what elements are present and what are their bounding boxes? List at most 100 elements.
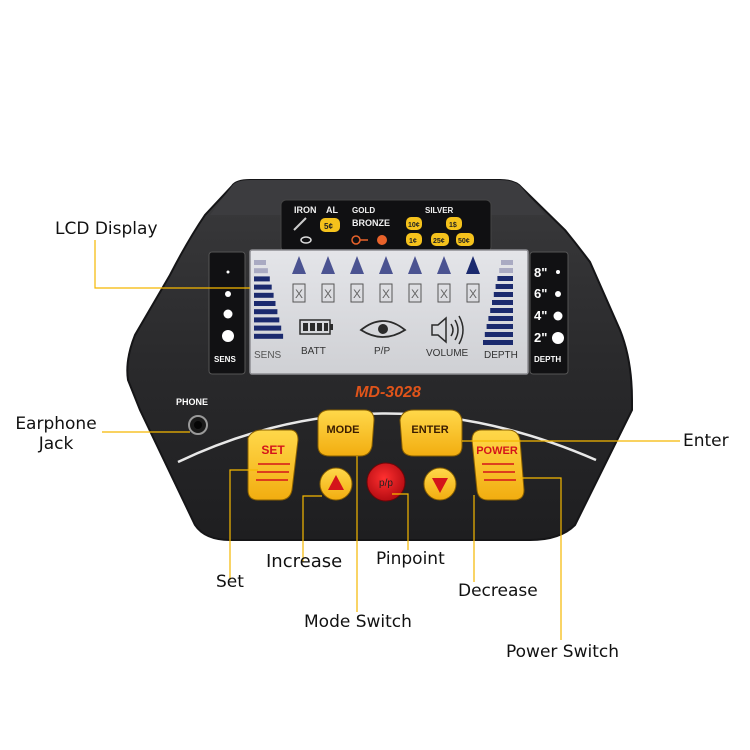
category-box <box>408 283 422 303</box>
category-box <box>321 283 335 303</box>
side-sens-label: SENS <box>214 355 236 364</box>
category-arrow-icon <box>321 256 335 274</box>
silver-label: SILVER <box>425 206 454 215</box>
callout-enter: Enter <box>683 431 729 451</box>
up-arrow-icon <box>328 475 344 490</box>
depth-segment <box>501 260 513 265</box>
depth-segment <box>497 276 513 281</box>
category-box <box>466 283 480 303</box>
half-dollar-label: 50¢ <box>458 238 470 245</box>
sens-segment <box>254 333 284 339</box>
callout-earphone-jack: Earphone Jack <box>15 414 97 454</box>
button-arc <box>177 412 597 464</box>
callout-increase: Increase <box>266 551 343 572</box>
phone-label: PHONE <box>176 397 208 407</box>
category-box <box>350 283 364 303</box>
five-cent-label: 5¢ <box>324 222 333 231</box>
depth-mark-6: 6" <box>534 286 547 301</box>
ten-cent-label: 10¢ <box>408 222 420 229</box>
down-arrow-icon <box>432 478 448 493</box>
increase-button[interactable] <box>319 467 353 501</box>
category-box <box>292 283 306 303</box>
bronze-label: BRONZE <box>352 218 390 228</box>
lcd-batt-label: BATT <box>301 346 326 357</box>
depth-segment <box>488 316 513 321</box>
lcd-sens-label: SENS <box>254 350 282 361</box>
model-name: MD-3028 <box>355 384 421 401</box>
set-button[interactable]: SET <box>247 429 299 501</box>
category-mark: X <box>324 287 332 301</box>
lcd-volume-label: VOLUME <box>426 348 469 359</box>
category-mark: X <box>411 287 419 301</box>
callout-lines <box>94 240 680 640</box>
sens-segment <box>254 317 280 323</box>
depth-segment <box>484 332 513 337</box>
one-cent-label: 1¢ <box>409 238 417 245</box>
depth-segment <box>493 292 513 297</box>
depth-bar-stack <box>483 260 513 345</box>
callout-pinpoint: Pinpoint <box>376 549 445 569</box>
depth-segment <box>490 308 513 313</box>
set-button-label: SET <box>261 443 285 457</box>
depth-mark-8: 8" <box>534 265 547 280</box>
enter-button-label: ENTER <box>411 424 448 436</box>
power-button[interactable]: POWER <box>471 429 525 501</box>
speaker-icon <box>431 316 447 344</box>
quarter-label: 25¢ <box>433 238 445 245</box>
ten-cent-badge <box>406 217 422 230</box>
category-box <box>437 283 451 303</box>
five-cent-badge <box>320 218 340 232</box>
ring-icon <box>300 236 312 244</box>
enter-button[interactable]: ENTER <box>399 409 463 457</box>
coin-icon <box>377 235 387 245</box>
nail-icon <box>293 217 307 231</box>
decrease-button[interactable] <box>423 467 457 501</box>
sens-segment <box>254 268 268 274</box>
callout-set: Set <box>216 572 244 592</box>
category-mark: X <box>295 287 303 301</box>
category-box <box>379 283 393 303</box>
iron-label: IRON <box>294 205 317 215</box>
sens-segment <box>254 276 270 282</box>
callout-decrease: Decrease <box>458 581 538 601</box>
category-mark: X <box>469 287 477 301</box>
category-arrow-icon <box>466 256 480 274</box>
gold-label: GOLD <box>352 206 375 215</box>
eye-icon <box>359 320 407 338</box>
dollar-badge <box>446 217 462 230</box>
power-button-label: POWER <box>476 445 518 457</box>
sens-segment <box>254 284 272 290</box>
side-depth-label: DEPTH <box>534 355 561 364</box>
category-mark: X <box>440 287 448 301</box>
one-cent-badge <box>406 233 422 246</box>
category-mark: X <box>353 287 361 301</box>
depth-segment <box>492 300 513 305</box>
callout-mode-switch: Mode Switch <box>304 612 412 632</box>
mode-button[interactable]: MODE <box>317 409 375 457</box>
category-arrow-icon <box>379 256 393 274</box>
sens-bar-stack <box>254 260 284 339</box>
sens-segment <box>254 292 274 298</box>
category-arrow-icon <box>292 256 306 274</box>
depth-segment <box>499 268 513 273</box>
depth-segment <box>486 324 513 329</box>
target-id-strip: IRON AL GOLD SILVER BRONZE 5¢ 10¢ 1$ 1¢ … <box>280 199 492 253</box>
dollar-label: 1$ <box>449 222 457 229</box>
callout-power-switch: Power Switch <box>506 642 620 662</box>
callout-lcd-display: LCD Display <box>55 219 158 239</box>
sens-side-panel: SENS <box>208 251 246 375</box>
depth-segment <box>495 284 513 289</box>
depth-mark-4: 4" <box>534 308 547 323</box>
sens-segment <box>254 301 276 306</box>
sens-segment <box>254 309 278 315</box>
al-label: AL <box>326 205 338 215</box>
half-dollar-badge <box>456 233 474 246</box>
pinpoint-button[interactable]: p/p <box>366 462 406 502</box>
category-arrow-icon <box>408 256 422 274</box>
depth-side-panel: 8" 6" 4" 2" DEPTH <box>529 251 569 375</box>
category-mark: X <box>382 287 390 301</box>
sens-segment <box>254 325 282 331</box>
